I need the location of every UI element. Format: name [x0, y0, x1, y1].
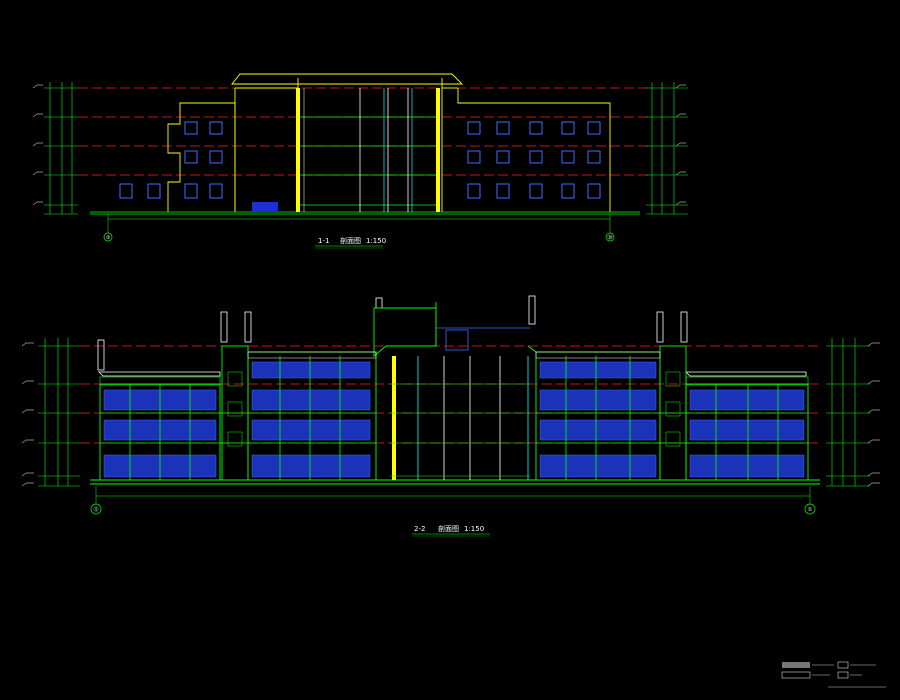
level-marker-icon	[32, 84, 686, 206]
mullions-2	[100, 356, 808, 480]
section-title-2: 2-2 剖面图 1:150	[412, 524, 490, 537]
section-name-1: 剖面图	[340, 236, 361, 245]
axis-label-left-1: ③	[106, 235, 111, 241]
section-2-2: ⑫ ① 2-2 剖面图 1:150	[21, 295, 880, 537]
axis-label-left-2: ⑫	[93, 506, 98, 513]
dimension-chain-right-2	[826, 338, 870, 487]
section-scale-1: 1:150	[366, 237, 386, 245]
section-1-1: ③ ⑳ 1-1 剖面图 1:150	[32, 73, 688, 249]
section-number-2: 2-2	[414, 525, 425, 533]
roof-elements-2	[97, 295, 807, 377]
entrance-step-1	[252, 202, 278, 211]
windows-right-wing-1	[467, 121, 601, 199]
axis-bubble-icon	[103, 232, 615, 242]
legend-swatch-icon	[782, 662, 810, 668]
dimension-chain-right-1	[646, 82, 688, 215]
section-number-1: 1-1	[318, 237, 329, 245]
section-name-2: 剖面图	[438, 524, 459, 533]
axis-label-right-1: ⑳	[607, 234, 612, 241]
section-scale-2: 1:150	[464, 525, 484, 533]
section-title-1: 1-1 剖面图 1:150	[315, 236, 386, 249]
legend-swatch-icon	[781, 671, 811, 679]
dimension-chain-left-1	[44, 82, 78, 215]
windows-right-2	[539, 361, 805, 478]
core-columns-2	[390, 327, 530, 480]
legend	[781, 661, 886, 688]
axis-label-right-2: ①	[808, 507, 813, 513]
stair-hatch-2	[227, 371, 681, 447]
windows-left-wing-1	[119, 121, 223, 199]
core-columns-1	[296, 88, 440, 212]
floor-lines-1	[90, 116, 640, 215]
axis-bubble-icon	[90, 503, 816, 515]
legend-swatch-icon	[837, 671, 849, 679]
legend-swatch-icon	[837, 661, 849, 669]
level-marker-icon	[21, 342, 880, 487]
dimension-chain-left-2	[38, 338, 80, 487]
